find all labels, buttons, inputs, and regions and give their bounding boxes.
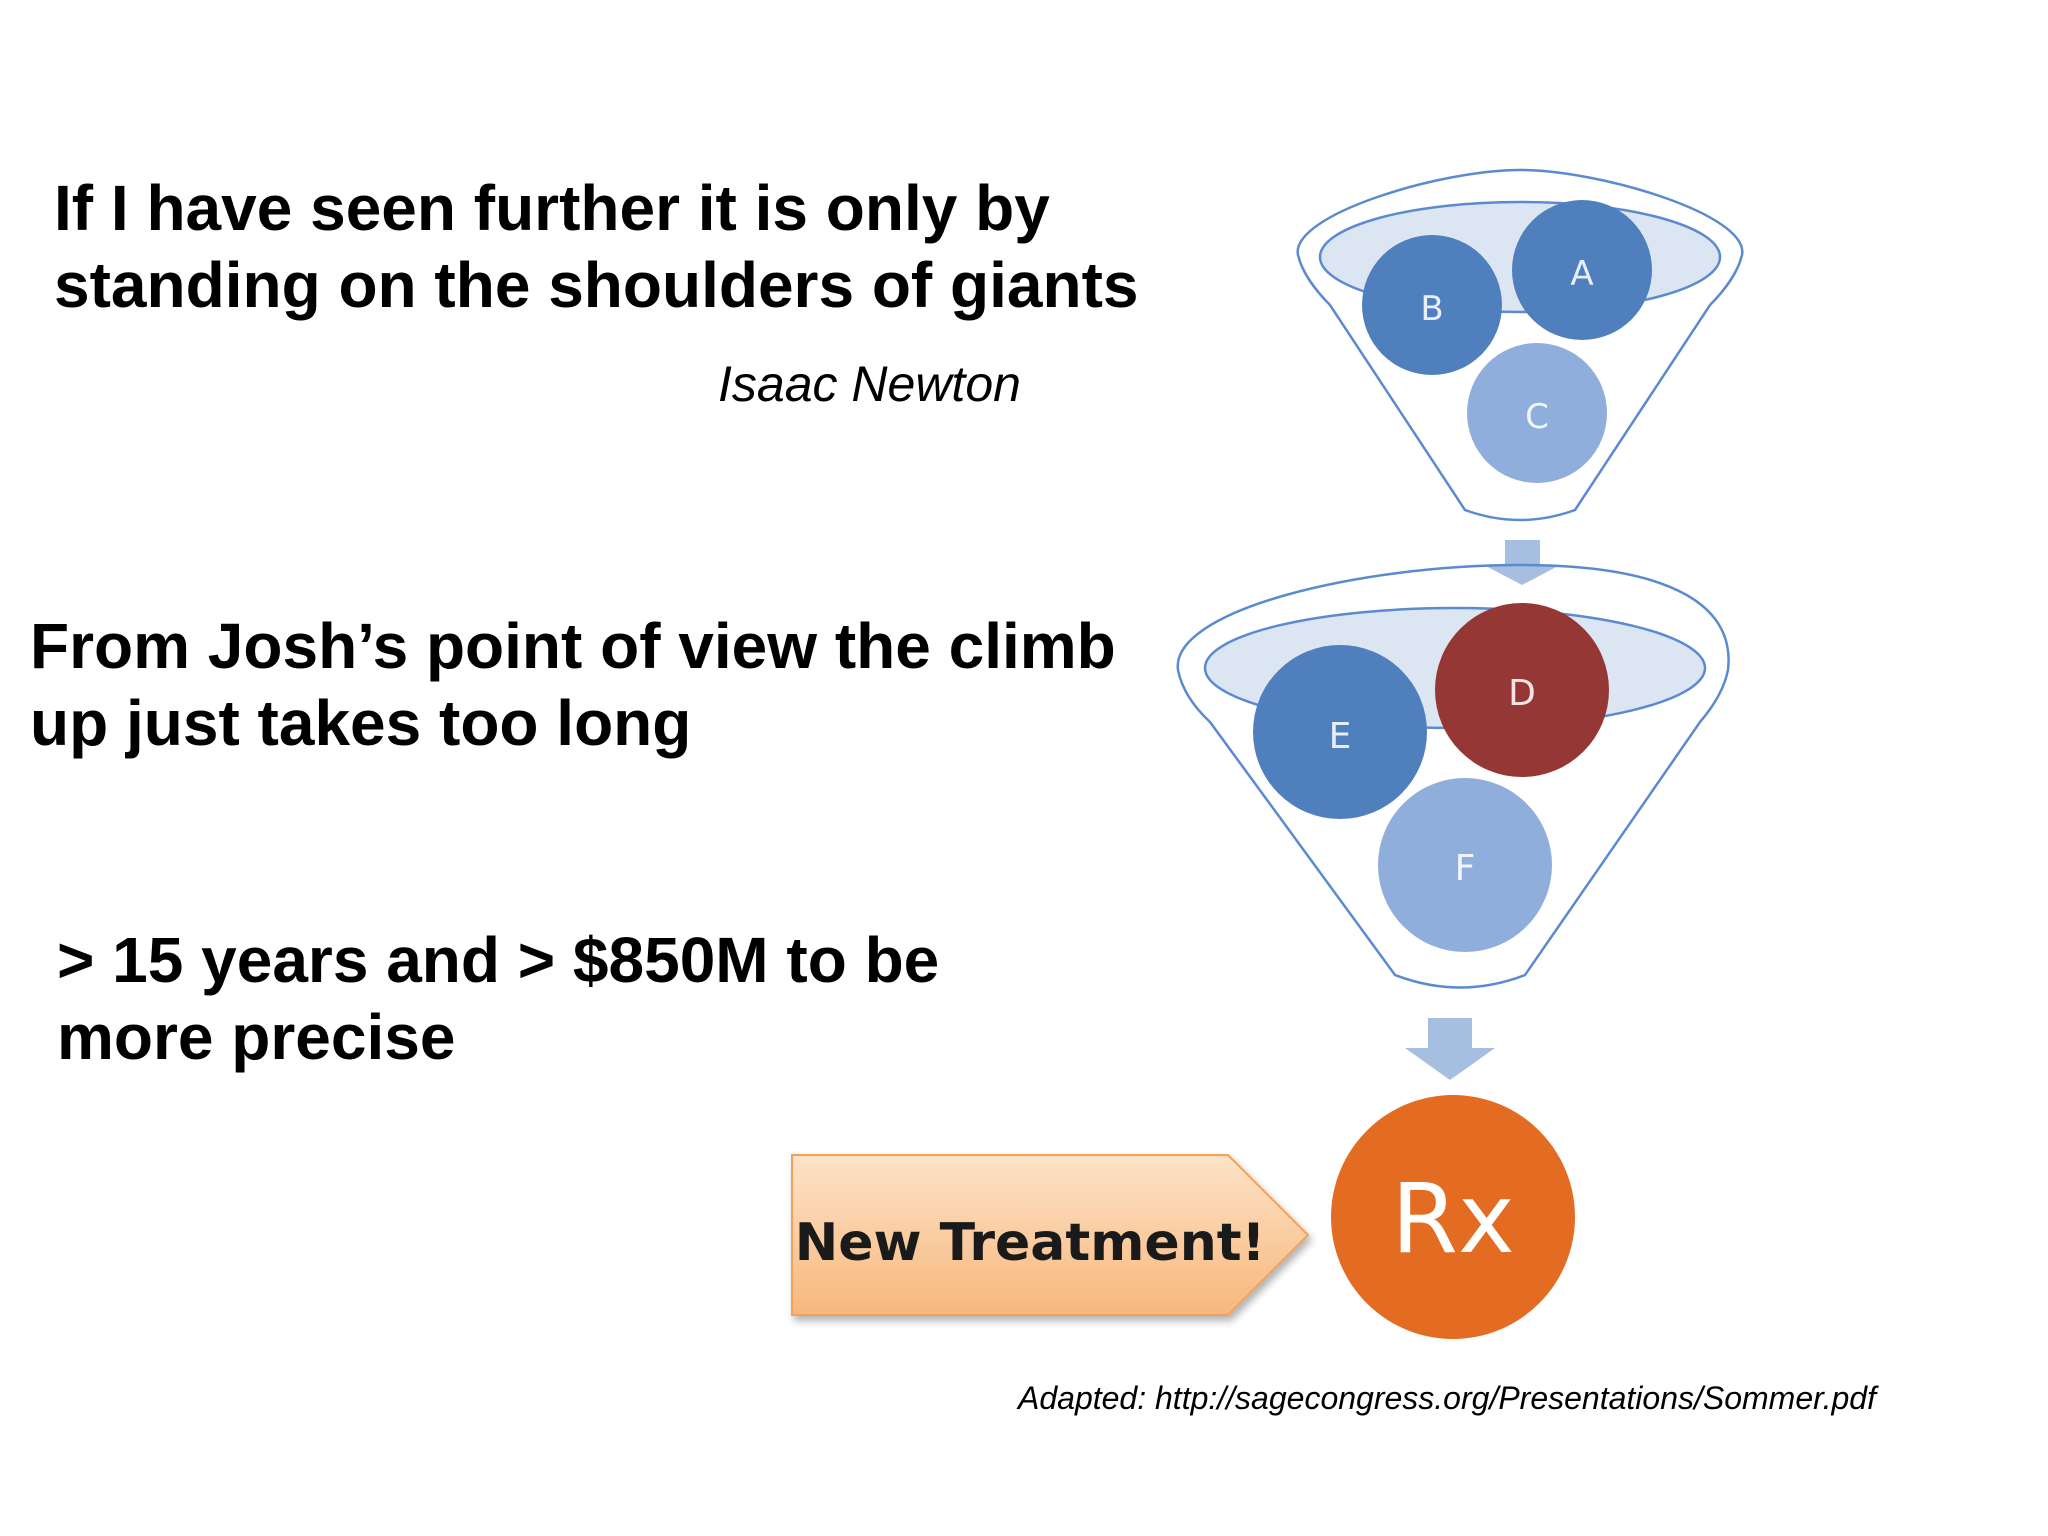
funnel-top-body: [1296, 168, 1744, 522]
circle-a: [1512, 200, 1652, 340]
josh-line-1: From Josh’s point of view the climb: [30, 610, 1116, 682]
josh-line-2: up just takes too long: [30, 686, 692, 759]
label-b: B: [1420, 289, 1443, 329]
funnel-bottom-body: [1176, 563, 1730, 989]
label-f: F: [1455, 848, 1476, 889]
label-c: C: [1525, 397, 1549, 437]
cost-line-2: more precise: [57, 1000, 456, 1073]
quote-author: Isaac Newton: [718, 356, 1021, 412]
circle-c: [1467, 343, 1607, 483]
funnel-bottom: D E F: [1176, 563, 1730, 989]
rx-label: Rx: [1391, 1163, 1515, 1275]
circle-f: [1378, 778, 1552, 952]
cost-statement: > 15 years and > $850M to be more precis…: [57, 922, 1157, 1076]
cost-line-1: > 15 years and > $850M to be: [57, 924, 940, 996]
josh-statement: From Josh’s point of view the climb up j…: [30, 608, 1230, 762]
newton-quote: If I have seen further it is only by sta…: [54, 170, 1254, 324]
arrow-down-2: [1405, 1018, 1495, 1080]
circle-d: [1435, 603, 1609, 777]
arrow-down-1: [1484, 540, 1560, 585]
source-citation: Adapted: http://sagecongress.org/Present…: [1018, 1380, 1876, 1416]
callout-label: New Treatment!: [795, 1213, 1266, 1273]
label-a: A: [1570, 254, 1593, 294]
callout-arrow-shape: [791, 1154, 1310, 1316]
label-d: D: [1508, 673, 1536, 714]
circle-e: [1253, 645, 1427, 819]
new-treatment-callout: [791, 1154, 1310, 1316]
funnel-top: A B C: [1296, 168, 1744, 522]
quote-line-1: If I have seen further it is only by: [54, 172, 1050, 244]
label-e: E: [1329, 716, 1352, 757]
quote-line-2: standing on the shoulders of giants: [54, 248, 1139, 321]
rx-circle: [1331, 1095, 1575, 1339]
circle-b: [1362, 235, 1502, 375]
